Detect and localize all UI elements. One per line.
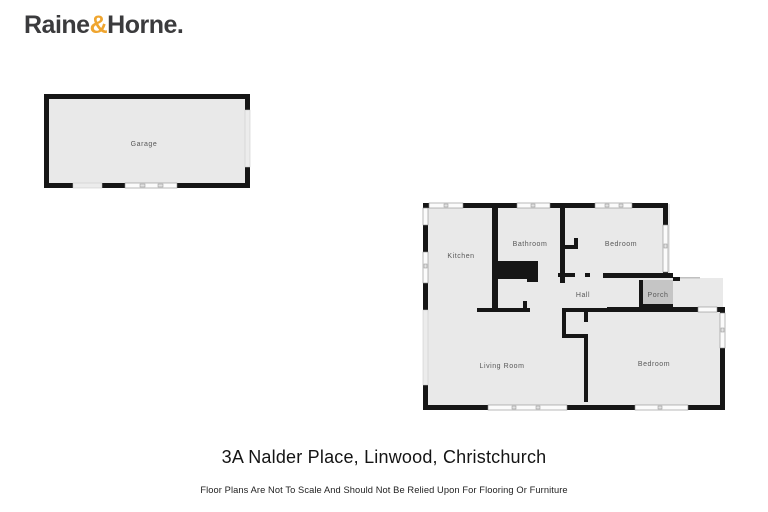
living-room-side-opening — [422, 309, 429, 386]
solid-wall-block — [492, 261, 538, 279]
room-label-porch: Porch — [647, 292, 668, 299]
raine-horne-logo: Raine&Horne. — [24, 11, 184, 40]
garage-plan: Garage — [44, 94, 251, 189]
garage-floor — [44, 94, 250, 188]
logo-ampersand-icon: & — [89, 11, 108, 39]
room-label-living-room: Living Room — [480, 363, 525, 370]
room-label-bedroom-bottom: Bedroom — [638, 361, 670, 368]
porch-floor — [643, 280, 673, 308]
porch-step-line — [680, 277, 700, 279]
room-label-garage: Garage — [131, 141, 158, 148]
property-address: 3A Nalder Place, Linwood, Christchurch — [221, 447, 547, 467]
logo-text-horne: Horne — [107, 11, 177, 39]
disclaimer-text: Floor Plans Are Not To Scale And Should … — [200, 485, 568, 495]
house-exterior-walls — [423, 203, 725, 410]
house-floor-main — [424, 204, 670, 408]
garage-walls — [44, 94, 250, 188]
house-plan: Kitchen Bathroom Bedroom Hall Porch Livi… — [422, 202, 726, 411]
room-label-bathroom: Bathroom — [513, 241, 548, 248]
house-floor-wing — [665, 278, 723, 408]
garage-openings — [72, 109, 251, 189]
porch-structure — [639, 277, 700, 309]
garage-window — [124, 182, 178, 189]
room-label-hall: Hall — [576, 292, 590, 299]
house-interior-walls — [477, 203, 680, 402]
logo-period: . — [176, 11, 184, 39]
room-label-bedroom-top: Bedroom — [605, 241, 637, 248]
logo-text-raine: Raine — [24, 11, 90, 39]
room-label-kitchen: Kitchen — [447, 253, 474, 260]
house-windows — [422, 202, 726, 411]
